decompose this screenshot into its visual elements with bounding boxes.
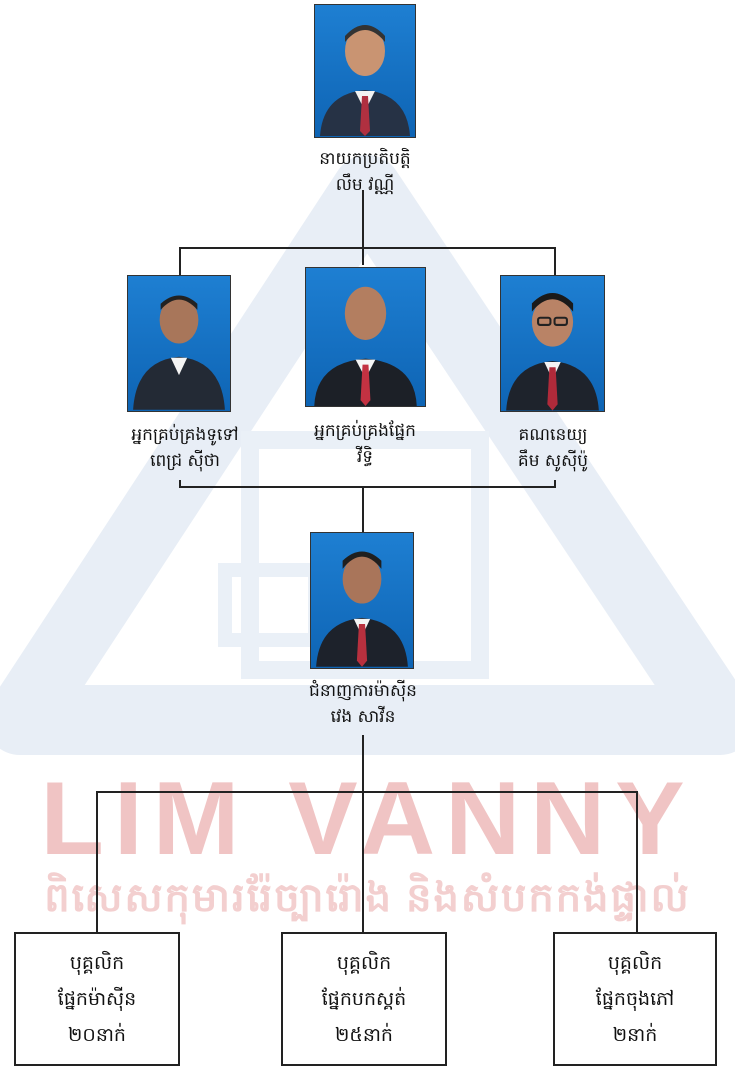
department-manager-name: វីទ្ធិ bbox=[356, 447, 374, 467]
person-icon bbox=[320, 25, 410, 136]
accountant-name: គឹម សូស៊ីប៉ូ bbox=[517, 451, 589, 471]
accountant-label: គណនេយ្យ គឹម សូស៊ីប៉ូ bbox=[478, 422, 628, 474]
accountant-role: គណនេយ្យ bbox=[518, 425, 588, 445]
team-count: ២៥នាក់ bbox=[335, 1024, 393, 1046]
team-box-machine: បុគ្គលិក ផ្នែកម៉ាស៊ីន ២០នាក់ bbox=[14, 932, 180, 1066]
team-box-packing: បុគ្គលិក ផ្នែកបកស្គត់ ២៥នាក់ bbox=[281, 932, 447, 1066]
team-title: បុគ្គលិក bbox=[607, 952, 663, 974]
team-dept: ផ្នែកម៉ាស៊ីន bbox=[57, 988, 137, 1010]
photo-general-manager bbox=[127, 275, 231, 412]
photo-machine-expert bbox=[310, 532, 414, 669]
person-icon bbox=[314, 286, 417, 406]
department-manager-label: អ្នកគ្រប់គ្រងផ្នែក វីទ្ធិ bbox=[280, 418, 450, 470]
machine-expert-label: ជំនាញការម៉ាស៊ីន វេង សាវីន bbox=[273, 678, 453, 730]
team-title: បុគ្គលិក bbox=[69, 952, 125, 974]
executive-director-name: លឹម វណ្ណី bbox=[335, 175, 395, 195]
team-dept: ផ្នែកចុងភៅ bbox=[595, 988, 675, 1010]
general-manager-label: អ្នកគ្រប់គ្រងទូទៅ ពេជ្រ ស៊ីថា bbox=[110, 422, 260, 474]
photo-executive-director bbox=[314, 4, 416, 138]
team-count: ២នាក់ bbox=[612, 1024, 658, 1046]
team-dept: ផ្នែកបកស្គត់ bbox=[321, 988, 407, 1010]
photo-accountant bbox=[500, 275, 605, 412]
watermark-slogan: ពិសេសកុមាររ៉ែច្បារ៉ោង និងសំបកកង់ផ្ទាល់ bbox=[44, 876, 691, 920]
machine-expert-role: ជំនាញការម៉ាស៊ីន bbox=[309, 681, 417, 701]
machine-expert-name: វេង សាវីន bbox=[330, 707, 396, 727]
department-manager-role: អ្នកគ្រប់គ្រងផ្នែក bbox=[314, 421, 416, 441]
person-icon bbox=[506, 293, 599, 411]
general-manager-name: ពេជ្រ ស៊ីថា bbox=[150, 451, 220, 471]
person-icon bbox=[133, 295, 225, 410]
photo-department-manager bbox=[305, 267, 426, 407]
team-count: ២០នាក់ bbox=[68, 1024, 126, 1046]
executive-director-label: នាយកប្រតិបត្តិ លឹម វណ្ណី bbox=[263, 146, 467, 198]
team-title: បុគ្គលិក bbox=[336, 952, 392, 974]
team-box-kitchen: បុគ្គលិក ផ្នែកចុងភៅ ២នាក់ bbox=[553, 932, 717, 1066]
executive-director-role: នាយកប្រតិបត្តិ bbox=[319, 149, 411, 169]
person-icon bbox=[316, 551, 408, 667]
general-manager-role: អ្នកគ្រប់គ្រងទូទៅ bbox=[131, 425, 239, 445]
